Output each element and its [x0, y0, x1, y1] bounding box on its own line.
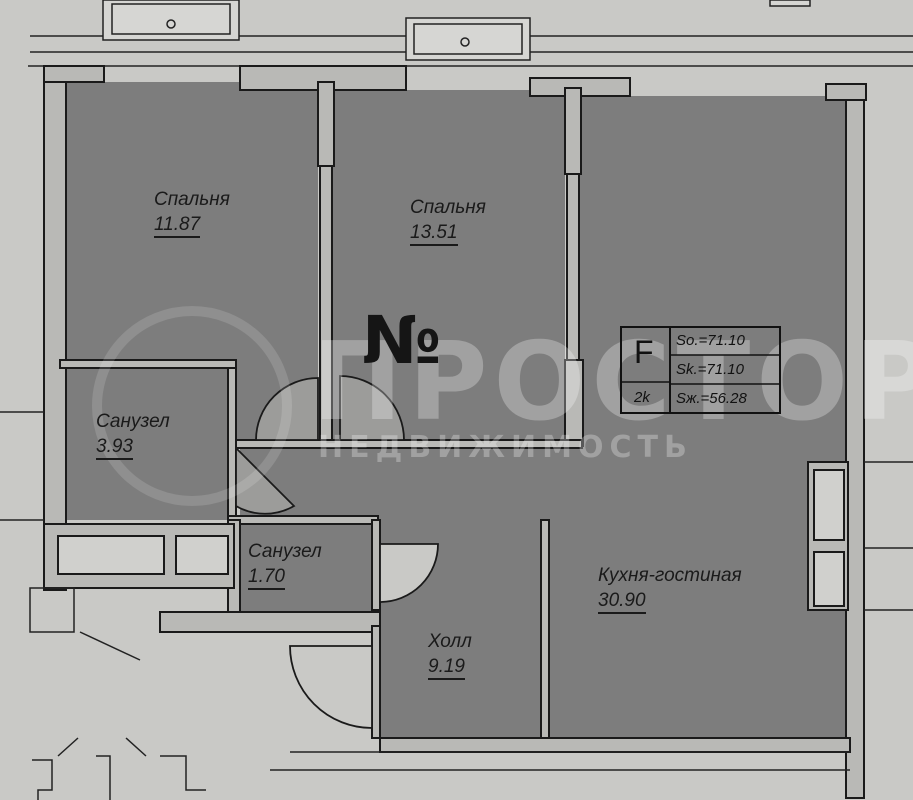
- room-area: 9.19: [428, 656, 465, 680]
- kitchen-living-fill: [546, 96, 848, 738]
- room-label-hall: Холл 9.19: [428, 631, 472, 680]
- hall-left-wall: [371, 625, 381, 739]
- room-area: 30.90: [598, 590, 646, 614]
- room-name: Кухня-гостиная: [598, 565, 742, 586]
- top-wall-left: [43, 65, 105, 83]
- bedroom-2-fill: [332, 90, 565, 440]
- left-outer-wall: [43, 69, 67, 591]
- bottom-left-wall: [159, 611, 381, 633]
- watermark-logo: [92, 306, 292, 506]
- info-living-area: Sж.=56.28: [676, 390, 747, 407]
- room-name: Санузел: [96, 411, 170, 432]
- watermark-line2: НЕДВИЖИМОСТЬ: [318, 430, 693, 465]
- room-name: Холл: [428, 631, 472, 652]
- kitchen-partition-pillar: [564, 87, 582, 175]
- bottom-wall: [379, 737, 851, 753]
- apartment-number-label: №: [362, 302, 441, 379]
- top-window-units: [102, 0, 811, 61]
- room-area: 11.87: [154, 214, 201, 238]
- storage-units: [57, 469, 845, 607]
- room-area: 3.93: [96, 436, 133, 460]
- info-area-k: Sk.=71.10: [676, 361, 744, 378]
- bedroom-partition-pillar: [317, 81, 335, 167]
- room-area: 13.51: [410, 222, 458, 246]
- info-type: F: [634, 334, 654, 370]
- room-name: Спальня: [154, 189, 230, 210]
- info-rooms: 2k: [634, 389, 650, 406]
- entrance-door: [289, 645, 373, 729]
- bathroom-2-fill: [240, 522, 372, 612]
- room-label-bedroom-2: Спальня 13.51: [410, 197, 486, 246]
- top-wall-far-right: [825, 83, 867, 101]
- side-windows: [0, 411, 913, 611]
- bedroom-2-door: [339, 375, 405, 441]
- info-total-area: So.=71.10: [676, 332, 745, 349]
- room-label-bathroom-2: Санузел 1.70: [248, 541, 322, 590]
- bottom-fragments: [29, 587, 850, 800]
- room-label-bedroom-1: Спальня 11.87: [154, 189, 230, 238]
- watermark-line1: ПРОСТОР: [312, 320, 913, 445]
- room-area: 1.70: [248, 566, 285, 590]
- room-label-bathroom-1: Санузел 3.93: [96, 411, 170, 460]
- bath2-top-wall: [227, 515, 379, 525]
- room-label-kitchen-living: Кухня-гостиная 30.90: [598, 565, 742, 614]
- bathroom-2-door: [379, 543, 439, 603]
- info-box-grid: [620, 326, 781, 414]
- right-outer-wall: [845, 97, 865, 799]
- room-name: Санузел: [248, 541, 322, 562]
- bath2-right-wall: [371, 519, 381, 611]
- hall-divider: [540, 519, 550, 743]
- apartment-info-box: F 2k So.=71.10 Sk.=71.10 Sж.=56.28: [620, 326, 781, 414]
- room-name: Спальня: [410, 197, 486, 218]
